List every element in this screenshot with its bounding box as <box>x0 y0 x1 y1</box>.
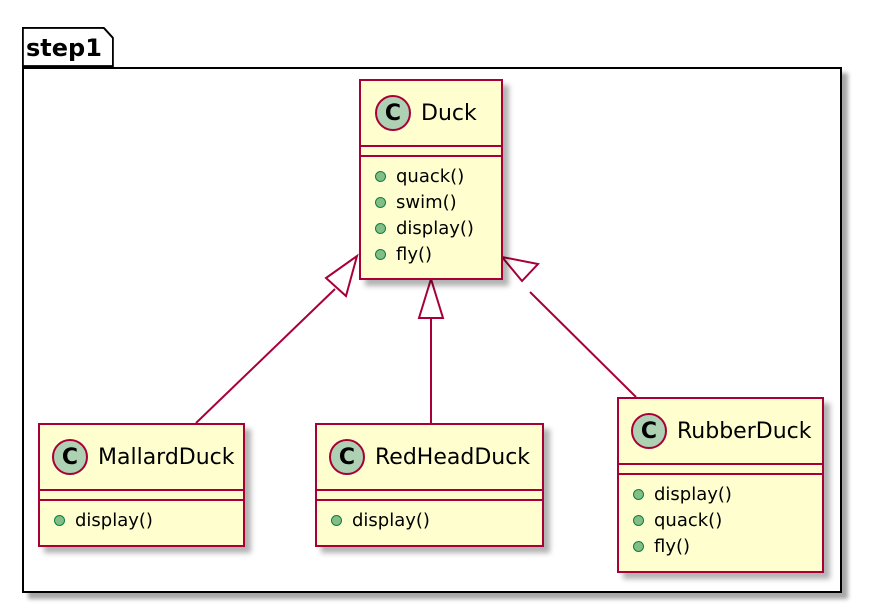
class-redheadduck[interactable]: C RedHeadDuck display() <box>315 423 544 547</box>
public-method-icon <box>633 488 644 500</box>
class-name: RubberDuck <box>677 418 812 444</box>
class-mallardduck[interactable]: C MallardDuck display() <box>38 423 245 547</box>
class-attributes-compartment <box>40 489 243 501</box>
public-method-icon <box>375 170 386 182</box>
class-stereotype-circle: C <box>52 439 88 475</box>
public-method-icon <box>375 222 386 234</box>
public-method-icon <box>375 196 386 208</box>
public-method-icon <box>633 514 644 526</box>
class-attributes-compartment <box>361 145 501 157</box>
public-method-icon <box>633 540 644 552</box>
class-name: Duck <box>421 100 477 126</box>
method-item: display() <box>375 215 501 241</box>
public-method-icon <box>54 514 65 526</box>
method-item: fly() <box>375 241 501 267</box>
class-methods: display() <box>317 501 542 537</box>
arrowhead-rubber <box>499 255 540 283</box>
edge-rubber-duck <box>529 291 637 398</box>
class-attributes-compartment <box>619 463 822 475</box>
public-method-icon <box>375 248 386 260</box>
class-duck[interactable]: C Duck quack() swim() display() fly() <box>359 79 503 280</box>
class-name: MallardDuck <box>98 444 235 470</box>
method-item: quack() <box>633 507 822 533</box>
class-methods: quack() swim() display() fly() <box>361 157 501 271</box>
method-item: swim() <box>375 189 501 215</box>
method-item: display() <box>54 507 243 533</box>
class-stereotype-circle: C <box>375 95 411 131</box>
arrowhead-redhead <box>417 275 445 319</box>
method-item: quack() <box>375 163 501 189</box>
package-tab <box>22 27 114 67</box>
class-name: RedHeadDuck <box>375 444 531 470</box>
class-attributes-compartment <box>317 489 542 501</box>
class-stereotype-circle: C <box>631 413 667 449</box>
class-methods: display() quack() fly() <box>619 475 822 563</box>
public-method-icon <box>331 514 342 526</box>
class-rubberduck[interactable]: C RubberDuck display() quack() fly() <box>617 397 824 573</box>
method-item: fly() <box>633 533 822 559</box>
class-methods: display() <box>40 501 243 537</box>
class-stereotype-circle: C <box>329 439 365 475</box>
method-item: display() <box>331 507 542 533</box>
arrowhead-mallard <box>324 253 359 298</box>
edge-mallard-duck <box>195 288 336 424</box>
method-item: display() <box>633 481 822 507</box>
package-name: step1 <box>26 34 102 62</box>
